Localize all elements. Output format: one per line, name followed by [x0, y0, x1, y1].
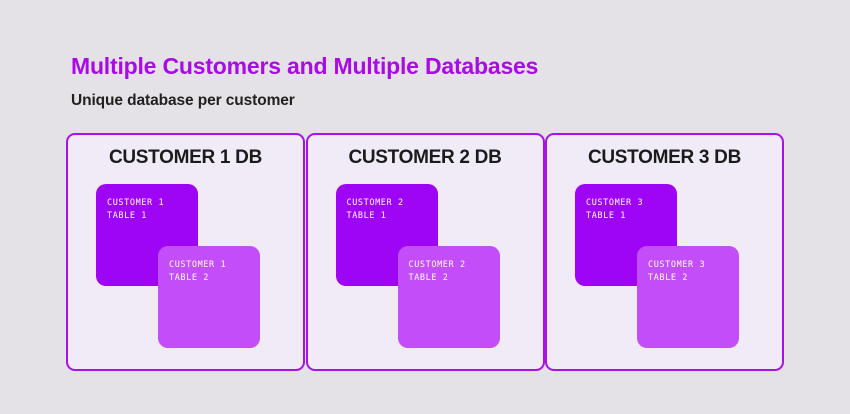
table-card-line-1: CUSTOMER 3 [648, 260, 706, 270]
database-panel-customer-2: CUSTOMER 2 DB CUSTOMER 2 TABLE 1 CUSTOME… [305, 133, 545, 371]
table-card-line-2: TABLE 2 [408, 273, 449, 283]
database-panel-group: CUSTOMER 1 DB CUSTOMER 1 TABLE 1 CUSTOME… [66, 133, 784, 371]
table-card-customer-1-table-1: CUSTOMER 1 TABLE 1 [96, 184, 198, 286]
panel-heading: CUSTOMER 1 DB [108, 147, 263, 168]
table-card-line-1: CUSTOMER 1 [107, 198, 165, 208]
table-card-line-2: TABLE 1 [586, 211, 627, 221]
table-card-line-2: TABLE 2 [648, 273, 689, 283]
table-card-customer-3-table-2: CUSTOMER 3 TABLE 2 [637, 246, 739, 348]
table-card-line-2: TABLE 2 [169, 273, 210, 283]
page-subtitle: Unique database per customer [71, 92, 295, 109]
table-card-line-1: CUSTOMER 2 [346, 198, 404, 208]
table-card-line-1: CUSTOMER 1 [169, 260, 227, 270]
table-card-customer-1-table-2: CUSTOMER 1 TABLE 2 [158, 246, 260, 348]
page-title: Multiple Customers and Multiple Database… [71, 53, 539, 79]
table-card-line-2: TABLE 1 [346, 211, 387, 221]
table-card-line-2: TABLE 1 [107, 211, 148, 221]
table-card-line-1: CUSTOMER 3 [586, 198, 644, 208]
database-panel-customer-1: CUSTOMER 1 DB CUSTOMER 1 TABLE 1 CUSTOME… [66, 133, 305, 371]
panel-heading: CUSTOMER 3 DB [587, 147, 742, 168]
database-panel-customer-3: CUSTOMER 3 DB CUSTOMER 3 TABLE 1 CUSTOME… [545, 133, 784, 371]
table-card-customer-2-table-2: CUSTOMER 2 TABLE 2 [397, 246, 500, 348]
panel-heading: CUSTOMER 2 DB [348, 147, 502, 168]
table-card-line-1: CUSTOMER 2 [408, 260, 466, 270]
